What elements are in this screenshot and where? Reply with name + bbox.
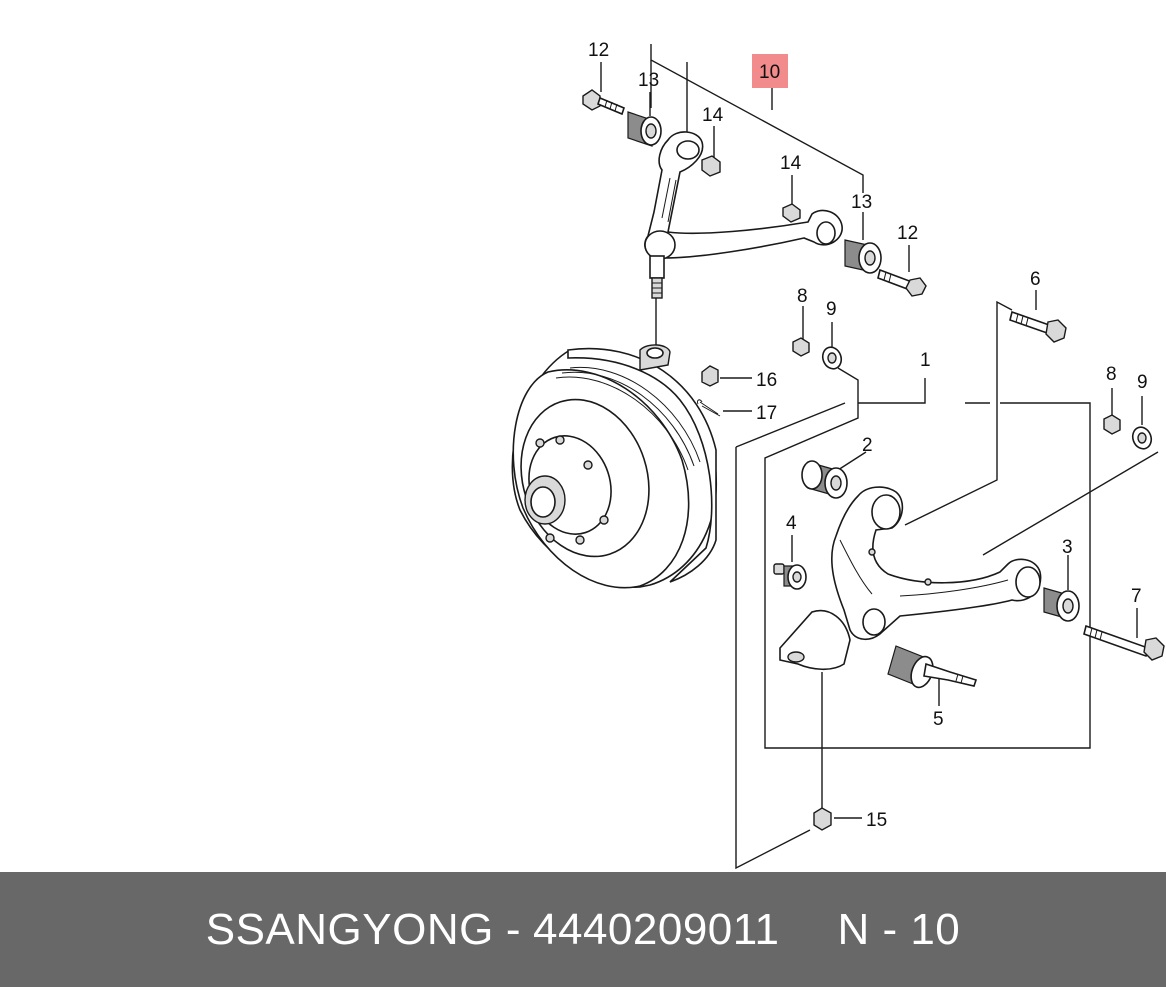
callout-17: 17 [756,403,777,424]
callout-9-left: 9 [826,299,837,320]
brand-name: SSANGYONG [205,904,494,954]
bushing-13-left [627,111,662,147]
castle-nut-16 [701,365,719,387]
bolt-7 [1083,624,1165,661]
footer-bar: SSANGYONG - 4440209011 N - 10 [0,872,1166,987]
nut-15 [813,807,832,831]
highlight-box [752,54,788,88]
bolt-12-right [877,268,927,297]
bushing-2 [801,460,848,499]
callout-15: 15 [866,810,887,831]
callout-12-top-left: 12 [588,40,609,61]
callout-1: 1 [920,350,931,371]
cotter-pin-17 [697,399,721,417]
brake-disc-hub [511,344,718,589]
parts-diagram: 12 13 10 14 14 13 12 6 8 9 1 16 8 9 17 2… [511,40,1165,870]
part-number: 4440209011 [533,904,780,954]
page-code: N - 10 [837,904,961,954]
nut-14-right [782,203,801,223]
callout-4: 4 [786,513,797,534]
callout-6: 6 [1030,269,1041,290]
callout-14-right: 14 [780,153,802,174]
callout-10: 10 [759,62,780,83]
lower-control-arm [779,486,1042,671]
nut-8-right [1103,414,1121,435]
ball-joint-5 [887,645,978,689]
nut-14-left [701,155,721,177]
callout-9-right: 9 [1137,372,1148,393]
washer-9-left [821,346,843,370]
bolt-12-left [582,89,625,116]
callout-8-left: 8 [797,286,808,307]
bumper-4 [773,563,807,590]
separator: - [505,904,521,954]
bolt-6 [1009,310,1067,343]
callout-12-right: 12 [897,223,918,244]
callout-labels: 12 13 10 14 14 13 12 6 8 9 1 16 8 9 17 2… [588,40,1148,831]
callout-8-right: 8 [1106,364,1117,385]
callout-7: 7 [1131,586,1142,607]
callout-3: 3 [1062,537,1073,558]
bushing-13-right [844,239,882,274]
callout-13-top-left: 13 [638,70,659,91]
callout-14-top-left: 14 [702,105,724,126]
washer-9-right [1131,426,1153,450]
callout-2: 2 [862,435,873,456]
bushing-3 [1043,587,1080,622]
callout-16: 16 [756,370,777,391]
callout-13-right: 13 [851,192,872,213]
upper-control-arm [644,131,843,299]
nut-8-left [792,337,810,357]
leader-lines [600,44,1159,870]
callout-5: 5 [933,709,944,730]
